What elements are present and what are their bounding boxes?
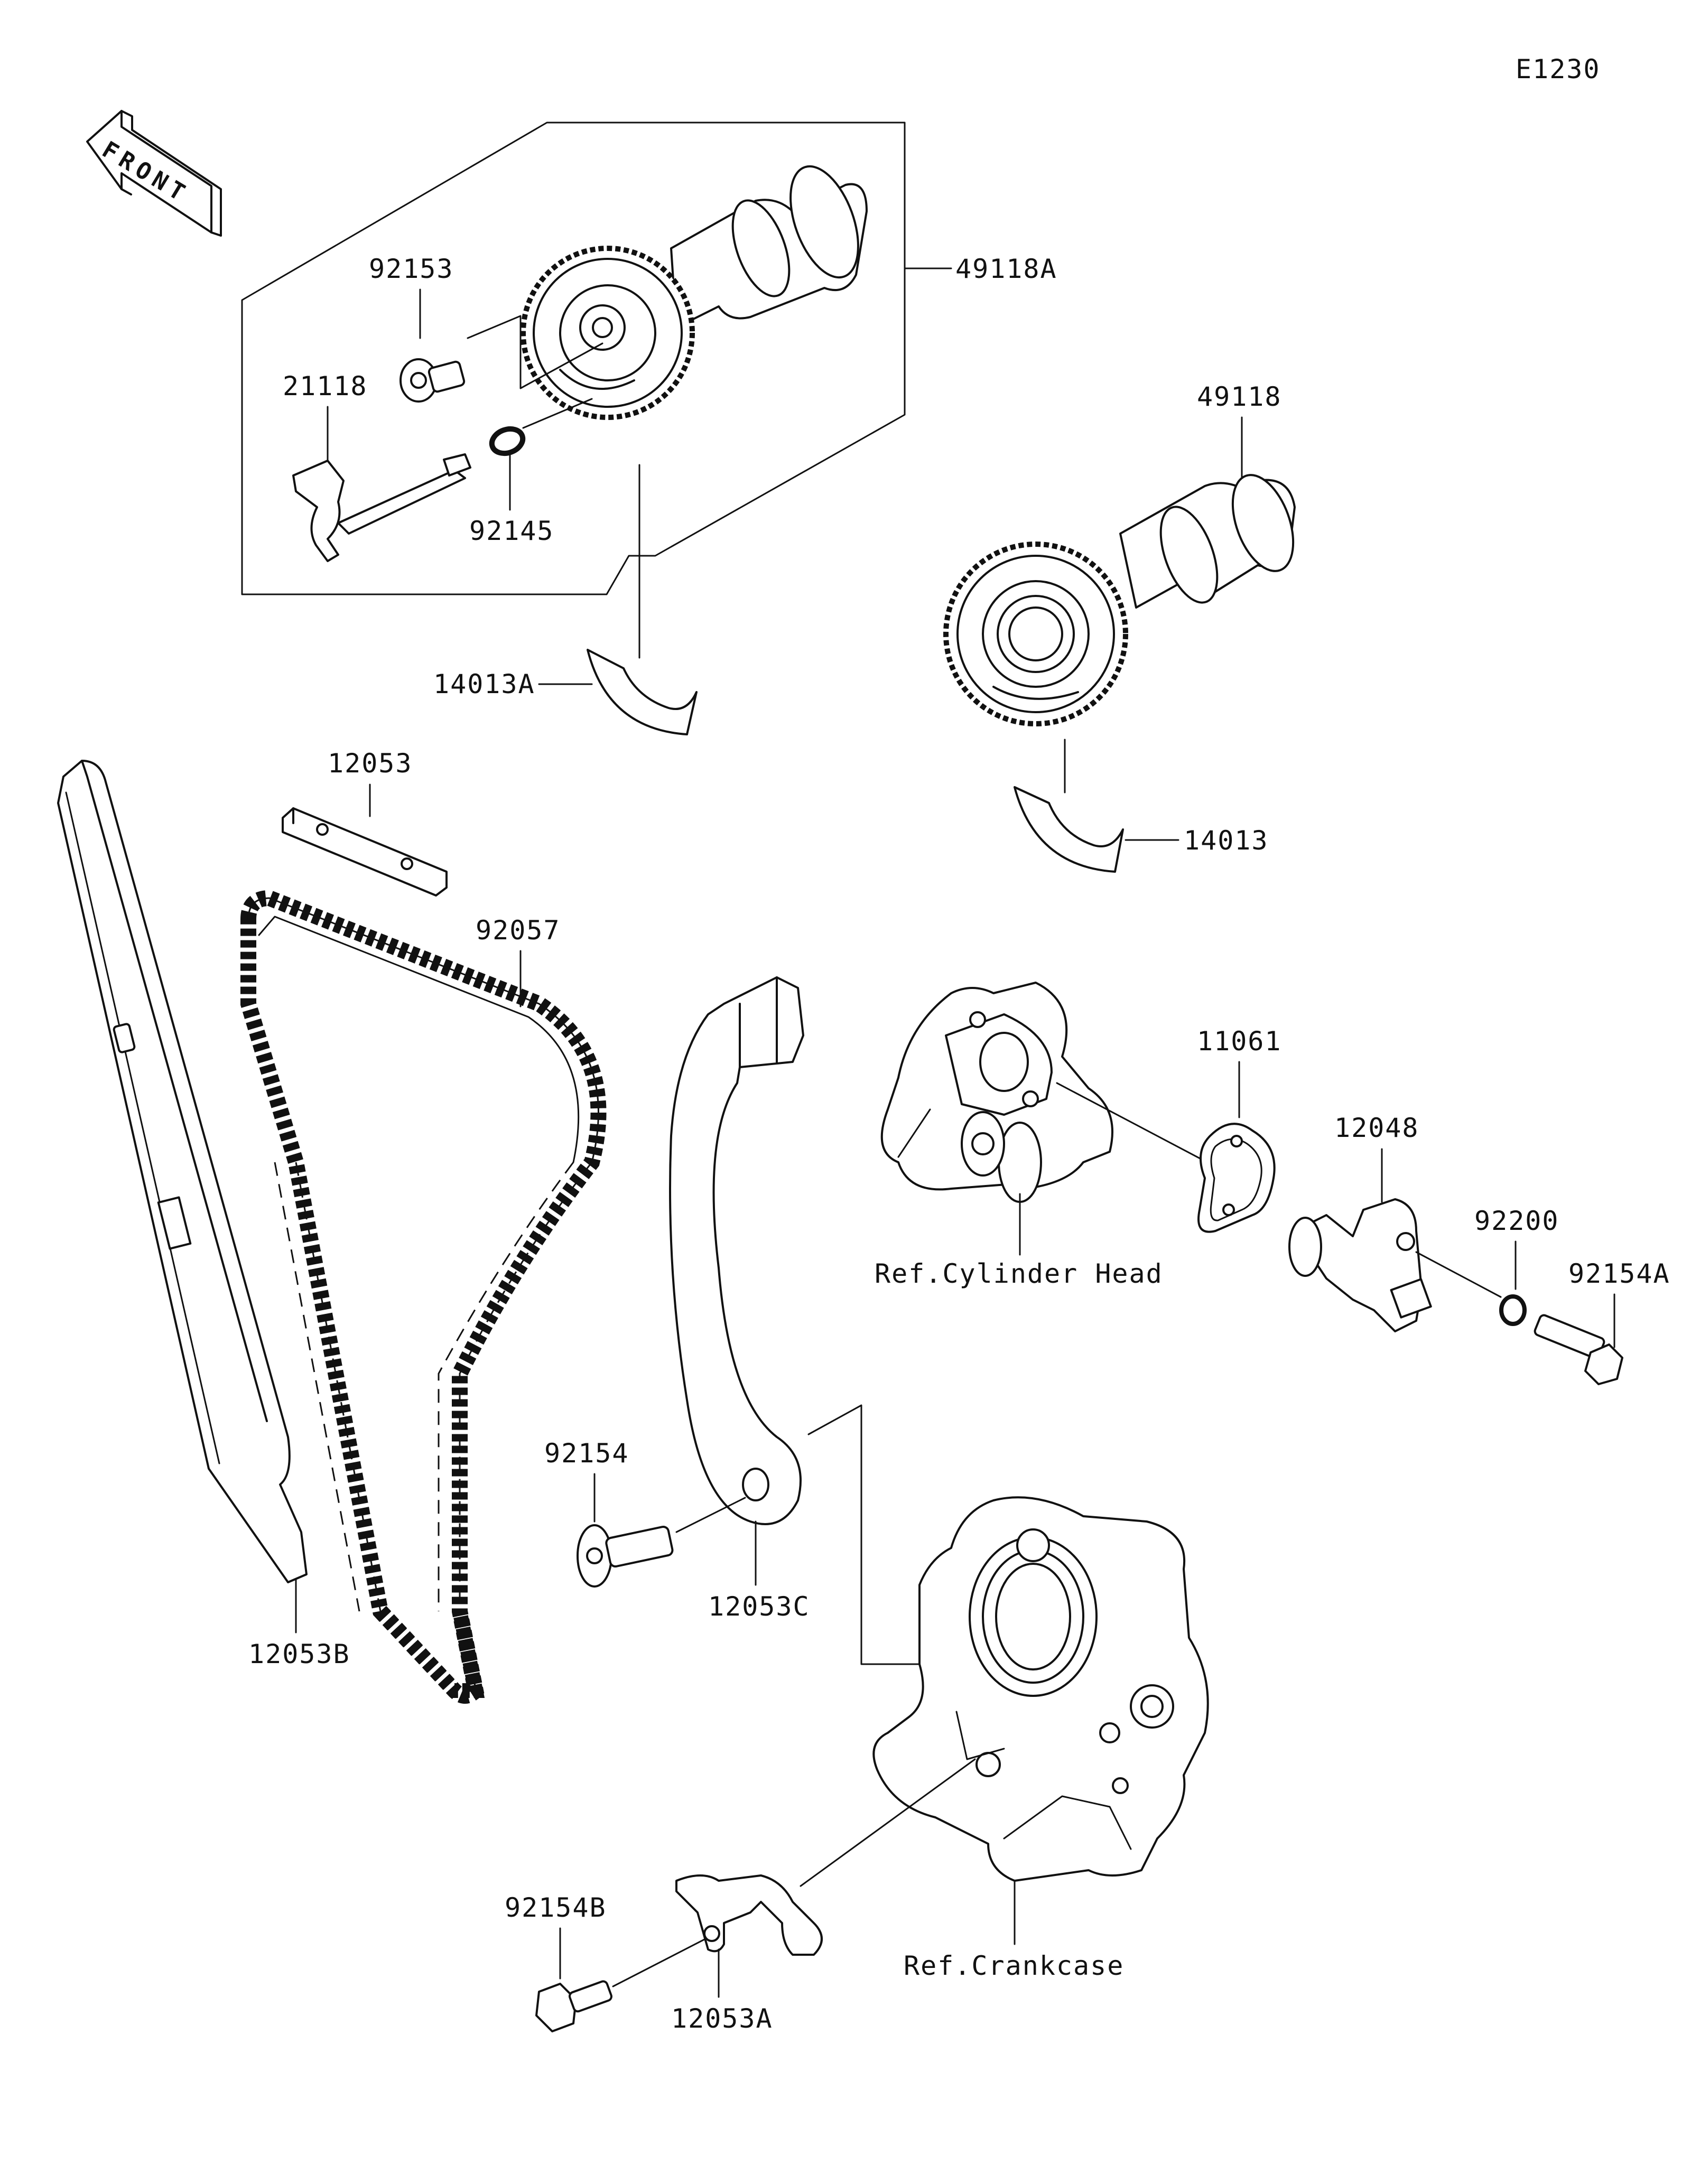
ref-cylinder-head-label: Ref.Cylinder Head [875,1258,1163,1289]
camshaft-49118 [943,474,1296,726]
front-arrow-icon: FRONT [86,110,222,237]
chain-guide-12053b [57,760,308,1583]
diagram-code: E1230 [1516,54,1601,85]
label-12053: 12053 [328,748,413,779]
label-12053a: 12053A [671,2003,773,2034]
label-92145: 92145 [469,516,554,546]
label-49118a: 49118A [955,254,1057,284]
spring-92145 [489,426,526,456]
bolt-92154 [577,1524,674,1588]
tensioner-arm-12053c [669,976,804,1525]
chain-guide-12053 [282,807,448,897]
label-12048: 12048 [1334,1113,1419,1143]
bolt-92154a [1534,1314,1623,1385]
label-92154: 92154 [544,1438,629,1469]
cam-chain-92057 [240,890,607,1704]
label-49118: 49118 [1197,381,1282,412]
label-92154a: 92154A [1568,1258,1670,1289]
cam-retainer-14013a [587,649,698,735]
assembly-box-49118a [241,122,906,595]
cylinder-head-reference [880,982,1113,1203]
label-92200: 92200 [1474,1206,1559,1236]
cam-retainer-14013 [1014,786,1124,873]
label-92154b: 92154B [505,1892,607,1923]
label-92057: 92057 [476,915,561,946]
ref-crankcase-label: Ref.Crankcase [904,1950,1124,1981]
washer-92200 [1499,1294,1527,1326]
decompressor-shaft-21118 [292,453,471,562]
chain-tensioner-12048 [1288,1198,1432,1332]
label-21118: 21118 [283,371,368,402]
label-14013: 14013 [1184,825,1269,856]
label-12053c: 12053C [708,1591,810,1622]
guide-bracket-12053a [675,1874,823,1956]
crankcase-reference [872,1496,1209,1882]
gasket-11061 [1197,1123,1276,1233]
label-14013a: 14013A [433,669,535,699]
bolt-92154b [535,1980,612,2032]
label-92153: 92153 [369,254,454,284]
camshaft-49118a [521,165,868,420]
label-12053b: 12053B [248,1639,350,1669]
bolt-92153 [399,358,466,403]
label-11061: 11061 [1197,1026,1282,1057]
